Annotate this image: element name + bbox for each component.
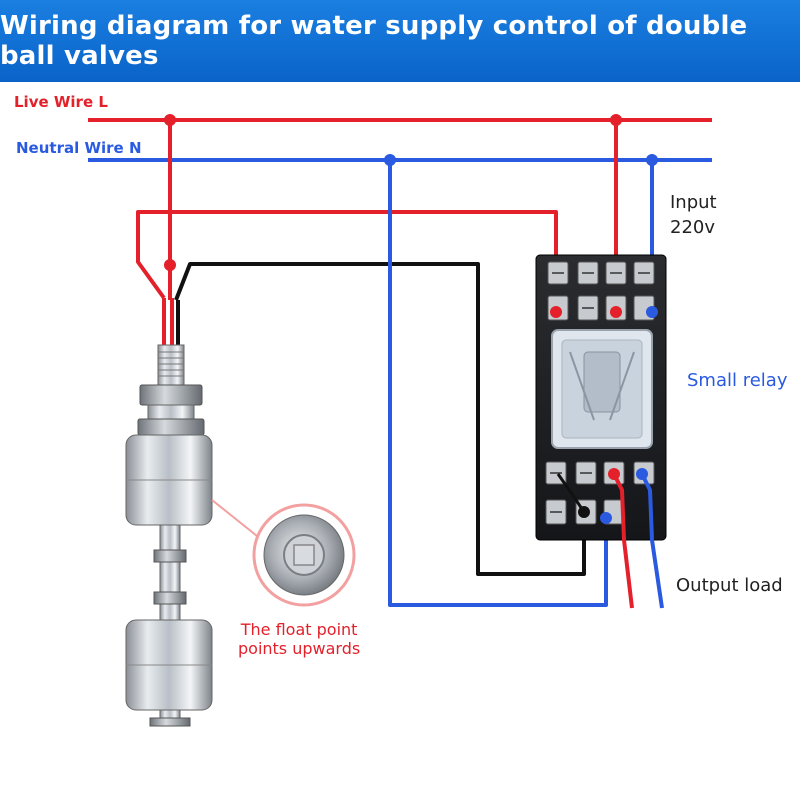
relay-pin-dot: [600, 512, 612, 524]
relay-pin-dot: [646, 306, 658, 318]
float-switch: [125, 298, 213, 727]
relay-jumper-wire: [556, 473, 586, 513]
float-point-label: The float point points upwards: [238, 620, 360, 658]
output-blue-wire: [640, 473, 664, 609]
output-red-wire: [612, 473, 634, 609]
relay-pin-dot: [550, 306, 562, 318]
input-label-line1: Input: [670, 192, 717, 213]
junction-dot: [384, 154, 396, 166]
title-bar: Wiring diagram for water supply control …: [0, 0, 800, 82]
float-to-relay-red-wire: [136, 210, 558, 310]
input-label: Input 220v: [670, 190, 717, 240]
callout-line: [211, 499, 263, 541]
live-wire-label: Live Wire L: [14, 93, 108, 111]
junction-dot: [610, 114, 622, 126]
float-label-line1: The float point: [240, 620, 358, 639]
output-load-label: Output load: [676, 575, 783, 596]
float-label-line2: points upwards: [238, 639, 361, 658]
junction-dot: [164, 114, 176, 126]
neutral-to-output-wire: [388, 160, 608, 607]
neutral-wire-label: Neutral Wire N: [16, 139, 142, 157]
float-point-slot: [293, 544, 315, 566]
junction-dot: [164, 259, 176, 271]
small-relay-label: Small relay: [687, 370, 788, 391]
junction-dot: [646, 154, 658, 166]
input-label-line2: 220v: [670, 217, 716, 238]
black-signal-wire: [174, 262, 586, 576]
small-relay: [535, 254, 667, 541]
relay-pin-dot: [610, 306, 622, 318]
page-title: Wiring diagram for water supply control …: [0, 11, 748, 71]
